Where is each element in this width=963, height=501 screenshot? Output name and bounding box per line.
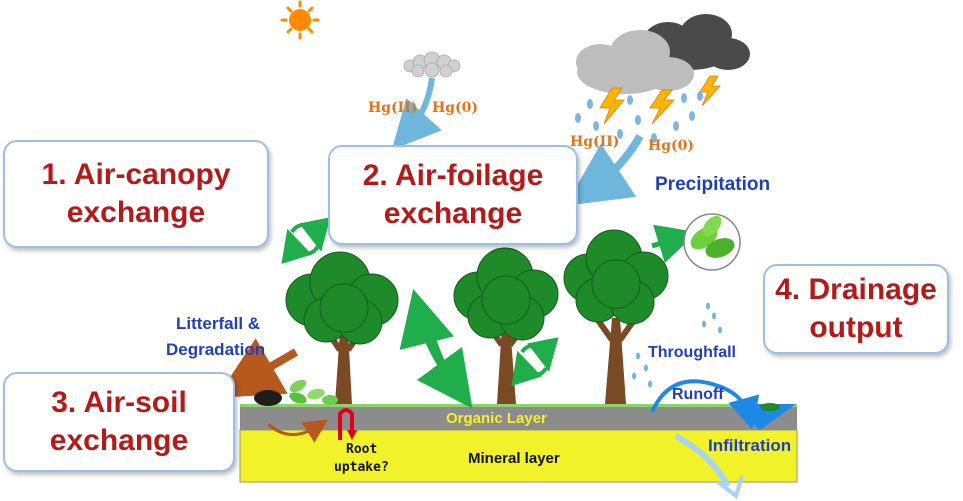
root-uptake-label-line1: Root — [346, 442, 378, 457]
sun-icon — [280, 0, 320, 40]
air-canopy-subtitle: exchange — [66, 196, 206, 229]
hg0-left-label: Hg(0) — [432, 100, 479, 116]
air-soil-title: 3. Air-soil — [51, 386, 187, 419]
hg2-right-label: Hg(II) — [570, 134, 620, 150]
throughfall-label: Throughfall — [648, 344, 736, 361]
hg2-left-label: Hg(II) — [368, 100, 418, 116]
runoff-pool — [730, 404, 796, 430]
trunk-cycle-icon — [511, 337, 559, 387]
litterfall-arrow — [216, 338, 298, 398]
hg0-right-label: Hg(0) — [648, 138, 695, 154]
foliage-uptake-arrow — [651, 224, 698, 263]
degradation-label: Degradation — [166, 340, 266, 359]
runoff-arrow — [650, 379, 760, 430]
small-cloud-icon — [403, 51, 461, 78]
throughfall-drops-icon — [632, 302, 722, 388]
canopy-cycle-icon — [281, 217, 331, 264]
infiltration-label: Infiltration — [708, 436, 792, 455]
organic-layer-label: Organic Layer — [446, 410, 547, 427]
deposition-arrow — [391, 77, 442, 150]
precipitation-label: Precipitation — [655, 174, 771, 195]
runoff-label: Runoff — [672, 386, 724, 403]
mineral-layer-label: Mineral layer — [468, 450, 560, 467]
tree-middle — [453, 247, 559, 404]
drainage-box: 4. Drainage output — [763, 264, 949, 354]
storm-cloud-icon — [575, 14, 750, 143]
air-foilage-subtitle: exchange — [383, 197, 523, 230]
canopy-soil-exchange-arrow — [399, 288, 473, 409]
organic-layer — [240, 406, 797, 430]
precipitation-arrow — [565, 134, 644, 206]
air-foilage-title: 2. Air-foilage — [362, 159, 544, 192]
infiltration-arrow — [674, 433, 731, 488]
air-soil-subtitle: exchange — [49, 424, 189, 457]
tree-left — [285, 251, 399, 404]
leaf-closeup-icon — [683, 213, 741, 271]
soil-cycle-arrow — [266, 419, 329, 443]
air-soil-box: 3. Air-soil exchange — [3, 372, 235, 472]
tree-right — [563, 229, 669, 404]
root-uptake-arrow — [338, 408, 354, 440]
air-foilage-box: 2. Air-foilage exchange — [328, 145, 578, 245]
litterfall-label: Litterfall & — [176, 314, 261, 333]
drainage-title: 4. Drainage — [775, 273, 937, 306]
air-canopy-title: 1. Air-canopy — [41, 158, 231, 191]
air-canopy-box: 1. Air-canopy exchange — [3, 140, 269, 248]
litter-pile-icon — [254, 379, 338, 406]
root-uptake-label-line2: uptake? — [334, 460, 389, 475]
drainage-subtitle: output — [809, 311, 903, 344]
